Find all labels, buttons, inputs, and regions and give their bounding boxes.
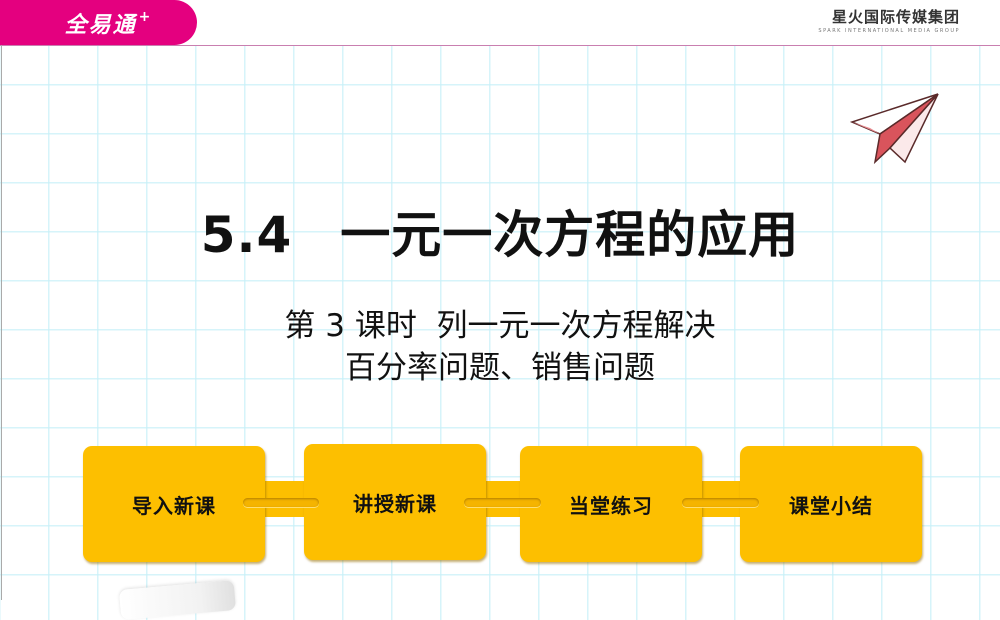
nav-step-label: 课堂小结: [789, 493, 873, 518]
nav-step-intro[interactable]: 导入新课: [83, 446, 265, 562]
left-margin-rule: [1, 45, 2, 600]
nav-step-label: 导入新课: [132, 493, 216, 518]
subtitle-line-2: 百分率问题、销售问题: [345, 350, 655, 386]
publisher-logo: 星火国际传媒集团 SPARK INTERNATIONAL MEDIA GROUP: [818, 6, 960, 34]
publisher-name-cn: 星火国际传媒集团: [831, 8, 960, 26]
section-number: 5.4: [200, 206, 293, 264]
publisher-name-en: SPARK INTERNATIONAL MEDIA GROUP: [818, 28, 960, 34]
subtitle-line-1: 第 3 课时 列一元一次方程解决: [284, 308, 716, 344]
paper-plane-icon: [850, 93, 939, 165]
slide-title: 5.4 一元一次方程的应用: [0, 195, 1000, 267]
brand-plus-icon: +: [138, 8, 151, 25]
connector-groove-1: [243, 498, 319, 507]
brand-logo: 全易通: [64, 11, 137, 38]
brand-tab: 全易通 +: [0, 0, 197, 45]
nav-step-label: 当堂练习: [569, 493, 653, 518]
nav-step-new-lesson[interactable]: 讲授新课: [304, 444, 486, 560]
header-divider: [0, 45, 1000, 46]
slide-subtitle: 第 3 课时 列一元一次方程解决 百分率问题、销售问题: [0, 305, 1000, 389]
nav-step-summary[interactable]: 课堂小结: [740, 446, 922, 562]
connector-groove-2: [464, 498, 541, 507]
nav-step-label: 讲授新课: [353, 491, 437, 516]
nav-step-practice[interactable]: 当堂练习: [520, 446, 702, 562]
lesson-navigation: 导入新课 讲授新课 当堂练习 课堂小结: [83, 444, 922, 562]
connector-groove-3: [682, 498, 759, 507]
title-text: 一元一次方程的应用: [340, 206, 800, 264]
